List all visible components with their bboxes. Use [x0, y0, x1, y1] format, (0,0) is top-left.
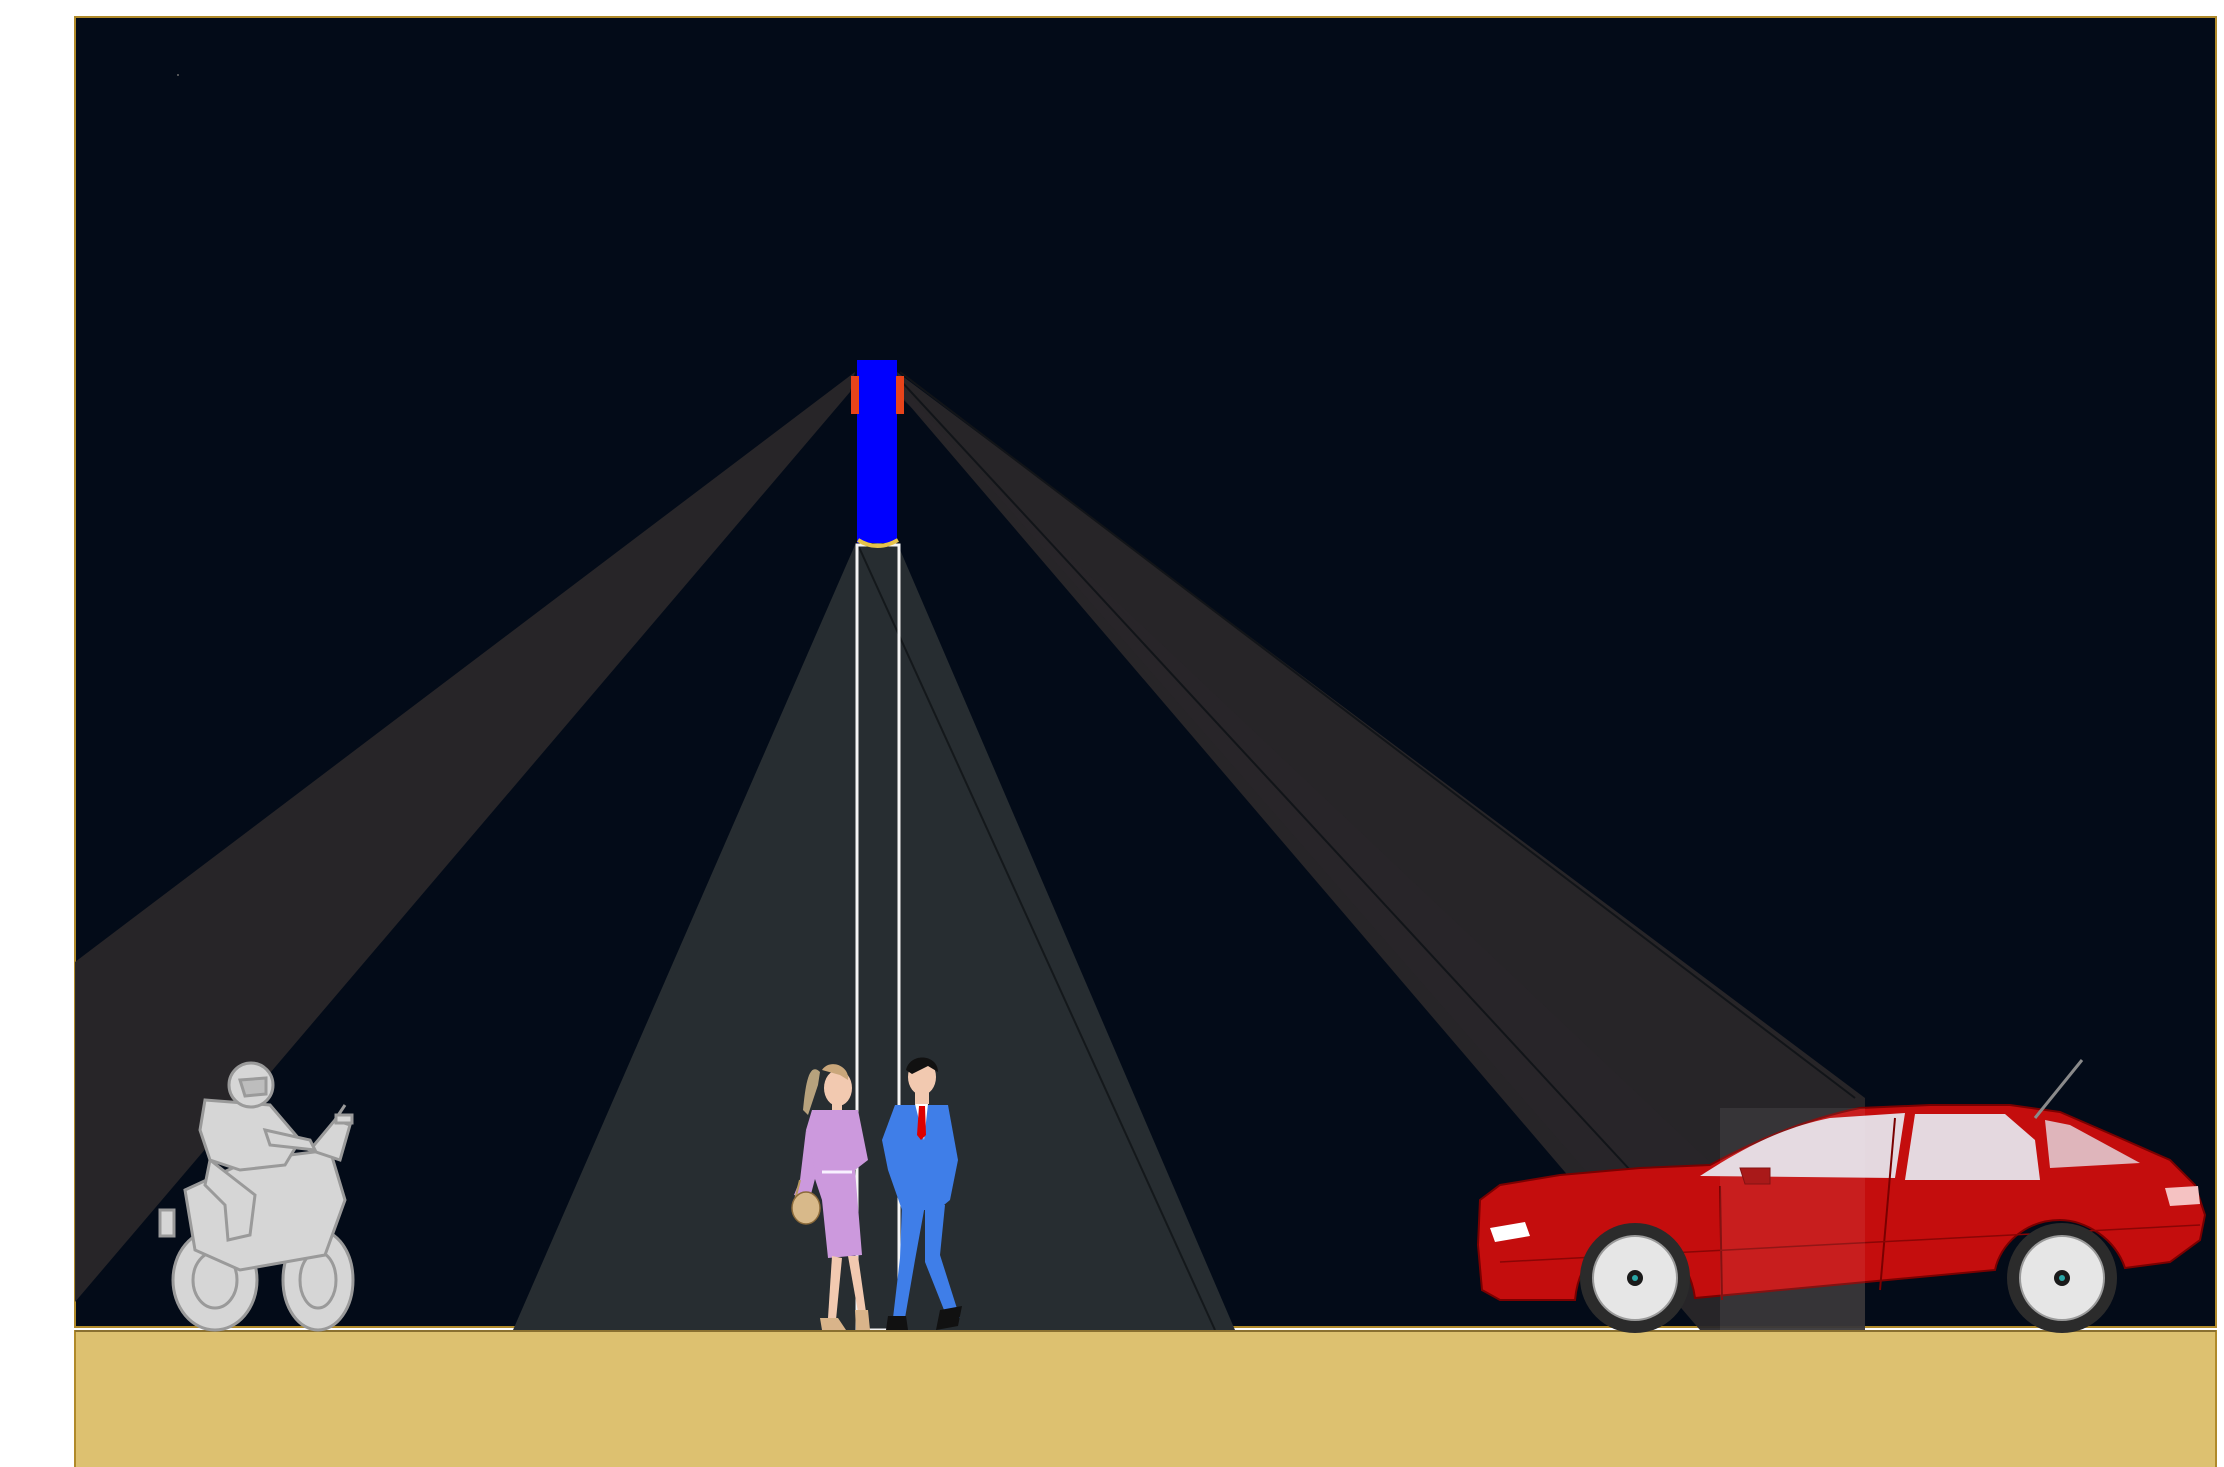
man-figure	[882, 1057, 962, 1330]
rear-wheel	[2007, 1223, 2117, 1333]
left-lamp	[851, 376, 859, 414]
star-dot	[177, 74, 179, 76]
right-lamp	[896, 376, 904, 414]
pedestrians-icon	[791, 1057, 962, 1330]
motorcycle-icon	[158, 1061, 355, 1332]
left-side-beam	[75, 372, 855, 1302]
ground-strip	[74, 1330, 2217, 1467]
pole-collar	[856, 538, 899, 548]
right-side-beams	[897, 371, 1865, 1330]
light-pole	[851, 360, 904, 1332]
center-downlight	[513, 544, 1235, 1331]
car-icon	[1476, 1059, 2207, 1333]
front-wheel	[1580, 1223, 1690, 1333]
beam-overlay-on-car	[1720, 1108, 1865, 1330]
woman-figure	[791, 1064, 870, 1330]
pole-lamp-housing	[857, 360, 897, 543]
